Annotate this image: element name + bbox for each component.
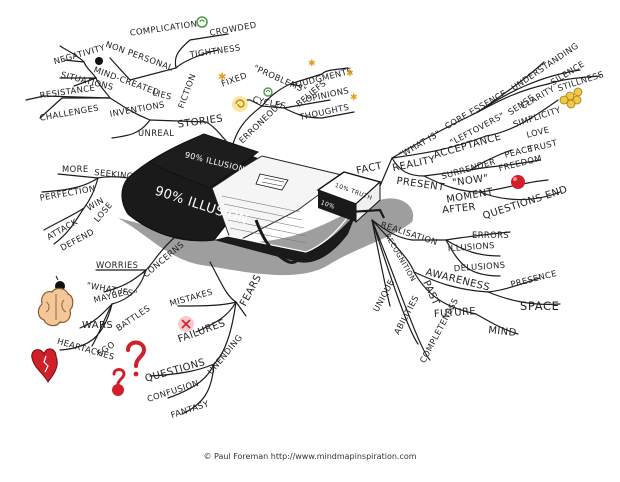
label-more: MORE (62, 164, 89, 174)
label-mind: MIND (488, 325, 517, 339)
brain-icon (37, 287, 74, 327)
label-future: FUTURE (434, 306, 477, 320)
bookmark-ribbon (254, 219, 300, 264)
label-trust: TRUST (526, 137, 558, 154)
label-non-personal: NON PERSONAL (104, 39, 174, 73)
label-seeking: SEEKING (94, 167, 134, 181)
broken-heart-icon (31, 348, 58, 383)
label-lies: LIES (152, 87, 173, 101)
asterisk-icon: ✱ ✱ ✱ ✱ (218, 59, 358, 103)
label-now: "NOW" (452, 173, 490, 189)
label-fantasy: FANTASY (169, 398, 210, 420)
red-ball-icon (511, 175, 525, 189)
label-complications: COMPLICATIONS (129, 18, 203, 38)
label-crowded: CROWDED (209, 20, 258, 38)
label-challenges: CHALLENGES (39, 103, 100, 123)
label-completeness: COMPLETENESS (418, 296, 461, 364)
label-fiction: FICTION (176, 72, 198, 110)
label-love: LOVE (525, 124, 550, 139)
svg-text:✱: ✱ (346, 69, 354, 79)
svg-text:✱: ✱ (218, 72, 226, 83)
red-x-icon (178, 316, 194, 332)
label-presence: PRESENCE (509, 268, 557, 289)
label-space: SPACE (520, 299, 559, 313)
yellow-swirl-icon (232, 96, 248, 112)
label-delusions: DELUSIONS (453, 260, 505, 274)
green-swirl-icon (196, 16, 208, 28)
label-tightness: TIGHTNESS (188, 42, 241, 59)
label-illusions: ILLUSIONS (447, 240, 495, 253)
label-abilities: ABILITIES (392, 294, 421, 337)
label-unreal: UNREAL (138, 128, 174, 138)
svg-text:✱: ✱ (350, 93, 358, 103)
label-past: PAST (420, 279, 441, 308)
book-shadow (118, 198, 414, 276)
label-unending: UNENDING (205, 332, 244, 376)
green-swirl-icon-small (263, 87, 273, 97)
label-present: PRESENT (396, 176, 446, 194)
label-battles: BATTLES (114, 303, 152, 333)
label-wars: WARS (82, 320, 113, 331)
svg-text:✱: ✱ (308, 59, 316, 69)
truth-block-front-text: 10% (320, 199, 336, 211)
label-worries: WORRIES (96, 260, 138, 270)
bomb-icon (95, 57, 103, 65)
question-mark-icon (112, 340, 147, 396)
label-fears: FEARS (238, 273, 264, 308)
label-after: AFTER (442, 202, 477, 216)
label-perfection: PERFECTION (39, 183, 96, 203)
label-unique: UNIQUE (371, 278, 396, 314)
book-back (214, 214, 356, 263)
branch-lines (25, 33, 601, 415)
label-fact: FACT (355, 161, 383, 177)
flower-cluster-icon (559, 87, 583, 109)
bookmark-tail (349, 208, 385, 219)
label-stories: STORIES (177, 113, 224, 130)
label-errors: ERRORS (472, 230, 509, 240)
copyright-notice: © Paul Foreman http://www.mindmapinspira… (203, 452, 417, 461)
